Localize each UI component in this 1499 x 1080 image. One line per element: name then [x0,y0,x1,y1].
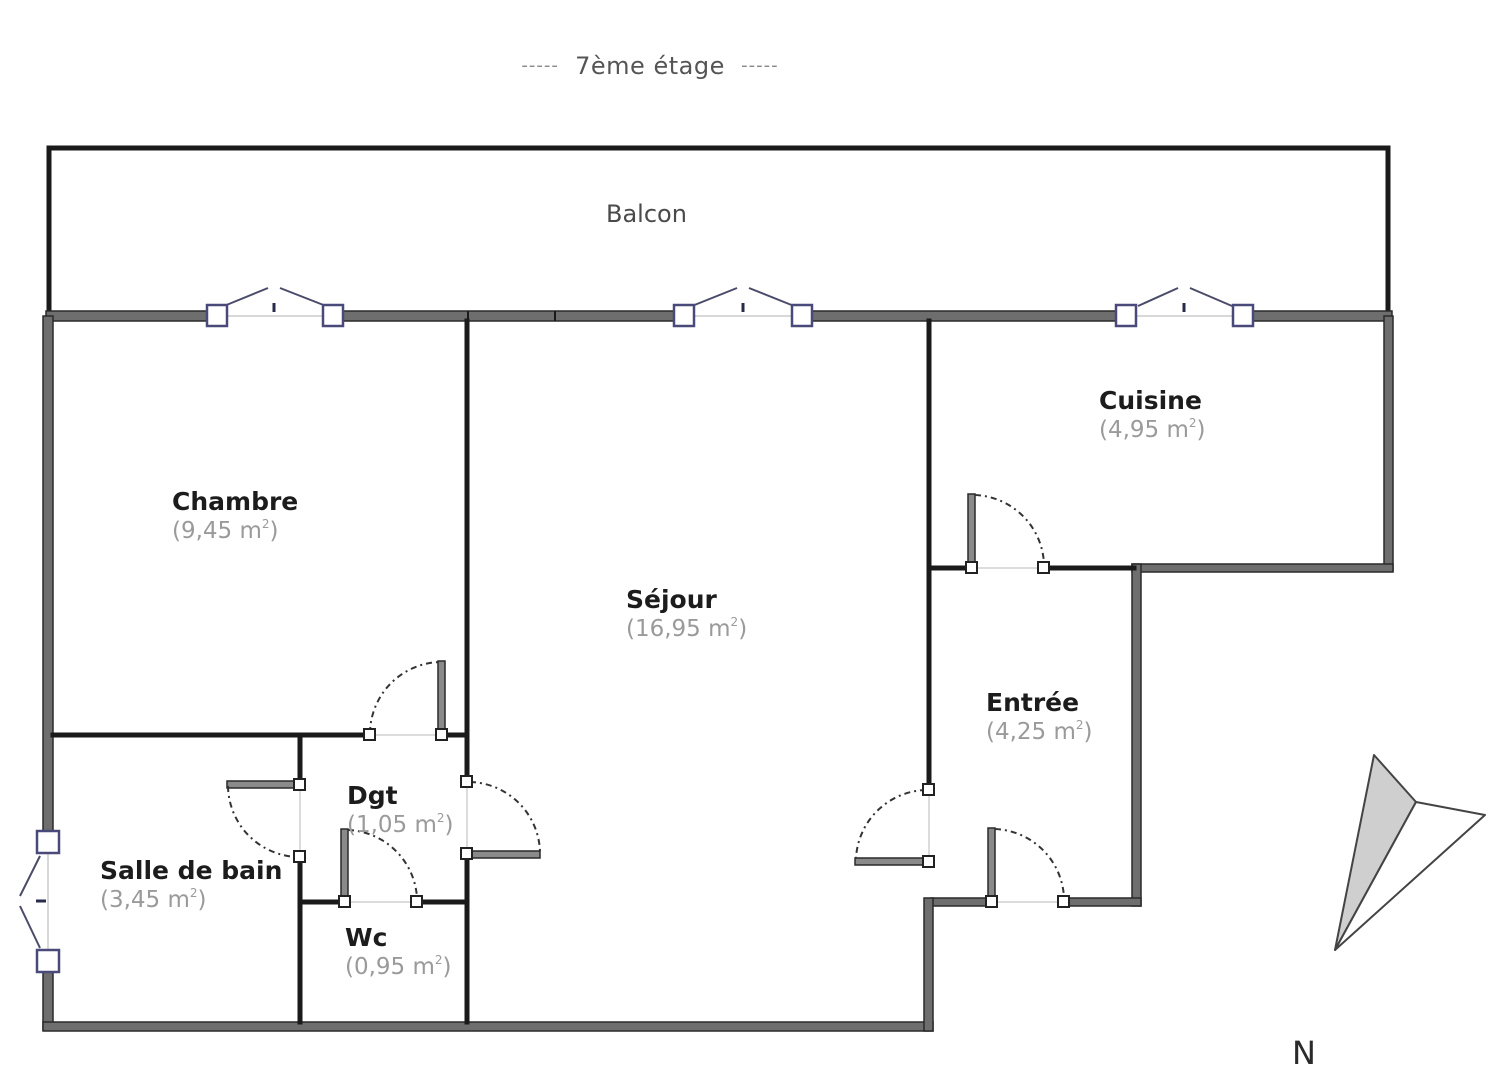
room-area: (0,95 m2) [345,953,452,981]
title-dashes-right: ----- [741,55,779,76]
room-area: (4,95 m2) [1099,416,1206,444]
door-salle-de-bain [226,778,306,863]
room-name: Salle de bain [100,856,283,885]
room-area: (3,45 m2) [100,886,207,914]
room-area: (1,05 m2) [347,811,454,839]
room-label-wc: Wc (0,95 m2) [345,922,452,982]
floor-title-text: 7ème étage [575,52,725,80]
room-name: Chambre [172,487,299,516]
room-area: (9,45 m2) [172,517,279,545]
room-label-sejour: Séjour (16,95 m2) [626,584,747,644]
room-area: (4,25 m2) [986,718,1093,746]
room-label-salle-de-bain: Salle de bain (3,45 m2) [100,855,282,915]
room-name: Entrée [986,688,1080,717]
window-salle-de-bain [19,829,61,974]
room-label-dgt: Dgt (1,05 m2) [347,780,454,840]
room-label-entree: Entrée (4,25 m2) [986,687,1093,747]
room-label-chambre: Chambre (9,45 m2) [172,486,298,546]
window-chambre [205,287,345,328]
title-dashes-left: ----- [521,55,559,76]
window-cuisine [1114,287,1255,328]
door-cuisine [965,493,1050,574]
room-name: Dgt [347,781,398,810]
door-entrance [854,783,935,868]
interior-walls [50,318,1137,1025]
room-label-balcon: Balcon [606,200,687,228]
compass-arrow-icon [1334,754,1486,951]
door-wc [338,828,423,908]
door-chambre [363,660,448,741]
floor-title: ----- 7ème étage ----- [494,52,806,80]
door-sejour [460,775,541,860]
room-name: Wc [345,923,388,952]
window-sejour [672,287,814,328]
room-name: Séjour [626,585,717,614]
door-entree-closet [985,827,1070,908]
room-name: Cuisine [1099,386,1202,415]
room-area: (16,95 m2) [626,615,748,643]
balcony-outline [46,145,1391,321]
room-label-cuisine: Cuisine (4,95 m2) [1099,385,1206,445]
compass-north-label: N [1292,1034,1316,1072]
